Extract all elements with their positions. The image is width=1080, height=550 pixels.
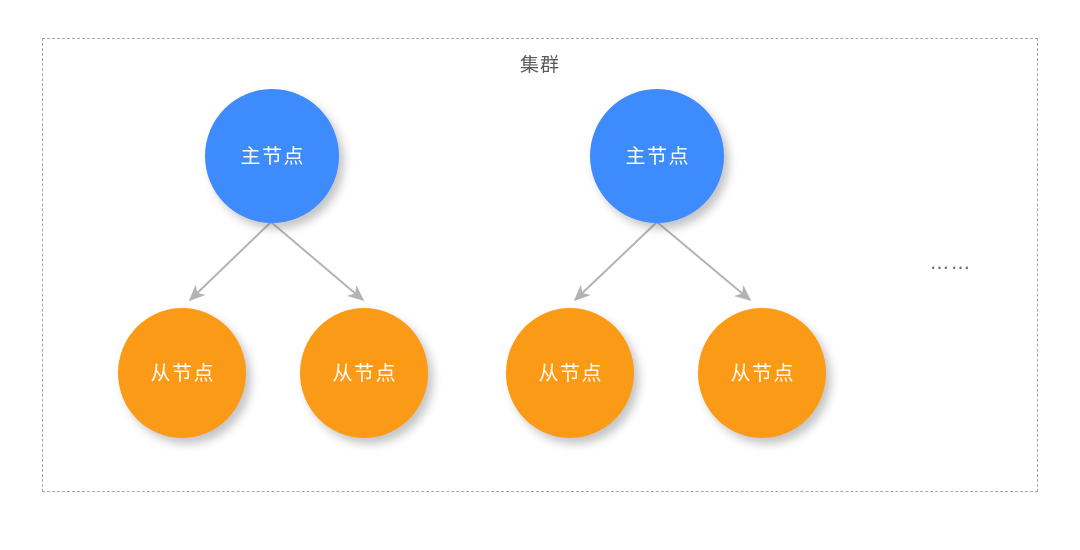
continuation-ellipsis: …… [930,252,972,274]
slave-node-1-2[interactable]: 从节点 [300,308,428,438]
slave-node-2-1[interactable]: 从节点 [506,308,634,438]
slave-node-1-1[interactable]: 从节点 [118,308,246,438]
slave-node-2-2[interactable]: 从节点 [698,308,826,438]
slave-node-1-1-label: 从节点 [150,361,215,385]
master-node-2-label: 主节点 [625,144,690,168]
slave-node-2-1-label: 从节点 [538,361,603,385]
slave-node-2-2-label: 从节点 [730,361,795,385]
cluster-boundary [42,38,1038,492]
cluster-title: 集群 [519,54,560,76]
master-node-1[interactable]: 主节点 [205,89,339,223]
master-node-1-label: 主节点 [240,144,305,168]
slave-node-1-2-label: 从节点 [332,361,397,385]
master-node-2[interactable]: 主节点 [590,89,724,223]
